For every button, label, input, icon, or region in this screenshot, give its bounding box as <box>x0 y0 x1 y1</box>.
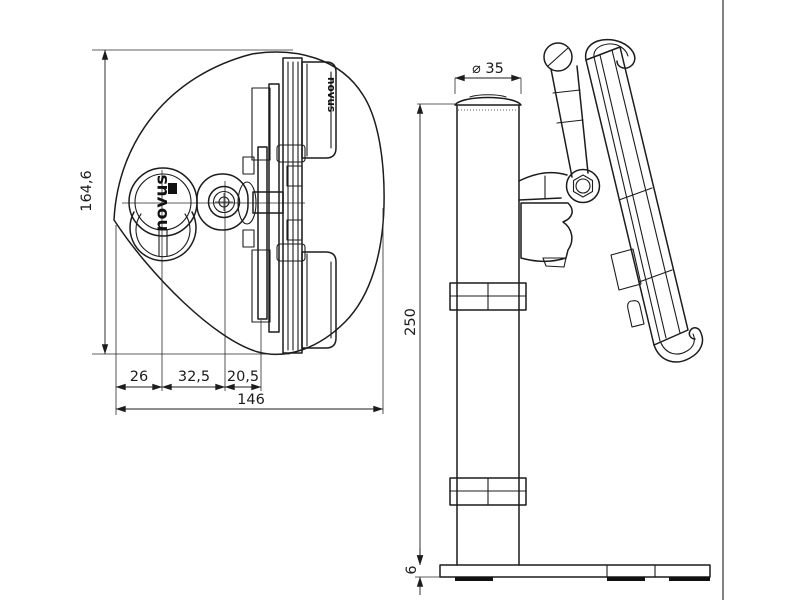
dim-label-seg3: 20,5 <box>227 369 259 385</box>
base-plate <box>439 564 711 581</box>
teardrop-outline <box>113 51 385 356</box>
thumb-screw <box>543 42 589 178</box>
side-panel <box>610 248 642 291</box>
foot-pad <box>669 577 710 581</box>
foot-pad <box>455 577 493 581</box>
support-post <box>449 94 527 566</box>
top-view: novus <box>79 49 385 415</box>
pad-logo: novus <box>325 77 337 112</box>
dimension-diameter: ⌀ 35 <box>454 61 522 94</box>
cradle-pad-bottom <box>301 251 337 349</box>
dim-label-base-thickness: 6 <box>404 565 420 574</box>
dim-label-diameter: ⌀ 35 <box>472 61 504 77</box>
dimension-post-height: 250 <box>403 103 456 566</box>
mount-bracket <box>520 202 573 268</box>
dimension-height: 164,6 <box>79 49 293 355</box>
tablet-cradle: novus <box>237 57 337 354</box>
dim-label-seg1: 26 <box>130 369 148 385</box>
knob-logo-flag <box>168 183 177 194</box>
dim-label-seg2: 32,5 <box>178 369 210 385</box>
knob-logo: novus <box>152 174 172 231</box>
tablet-holder <box>584 38 704 363</box>
dim-label-width: 146 <box>237 392 265 408</box>
dimension-segments: 26 32,5 20,5 146 <box>115 208 384 415</box>
post-collar-lower <box>449 477 527 506</box>
bottom-hook <box>653 327 704 363</box>
dim-label-height: 164,6 <box>79 170 95 212</box>
centerlines <box>122 170 305 391</box>
top-hook <box>584 38 636 69</box>
side-view: ⌀ 35 250 6 <box>403 38 711 595</box>
mount-arm <box>518 168 601 204</box>
clip-tab <box>627 300 645 328</box>
dimension-base-thickness: 6 <box>404 548 441 595</box>
locking-knob: novus <box>128 167 198 262</box>
post-collar-upper <box>449 282 527 311</box>
foot-pad <box>607 577 645 581</box>
cradle-pad-top: novus <box>301 61 337 159</box>
dim-label-post-height: 250 <box>403 308 419 336</box>
pivot-joint <box>196 173 249 231</box>
